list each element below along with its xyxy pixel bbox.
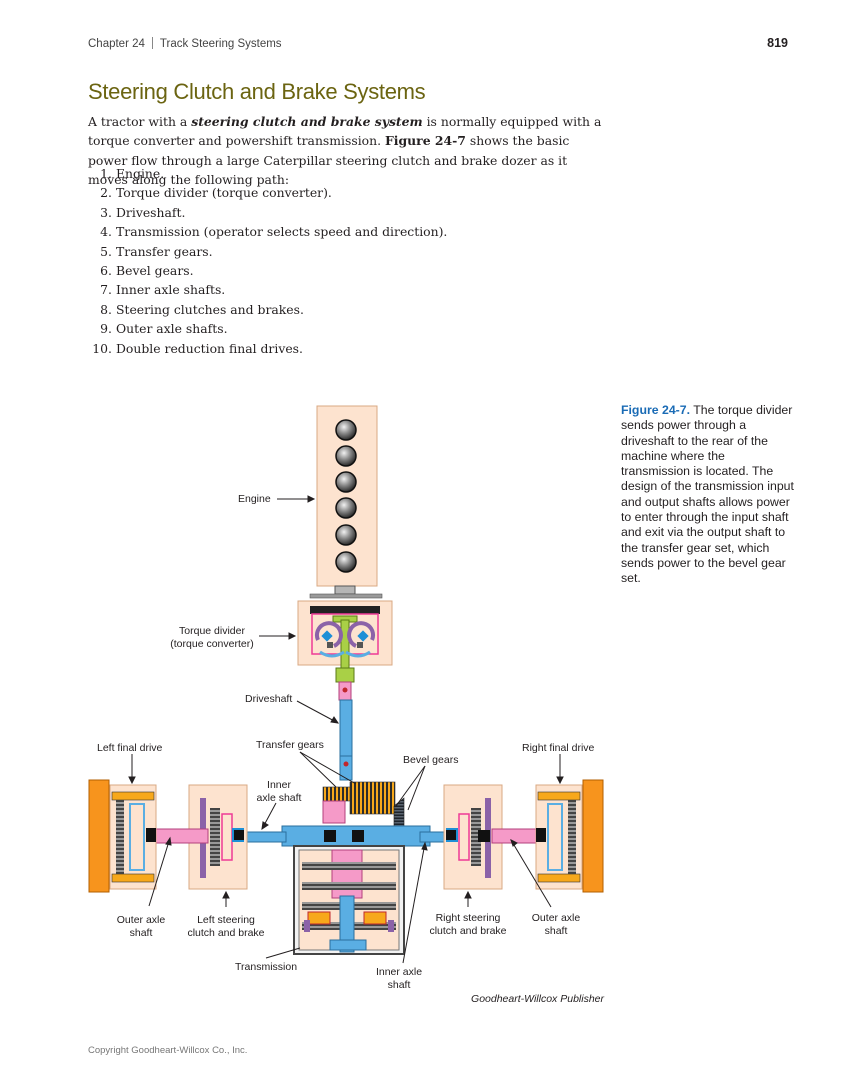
item-number: 3. (100, 204, 112, 220)
list-item: 7.Inner axle shafts. (88, 280, 447, 299)
item-number: 1. (100, 166, 112, 181)
item-text: Inner axle shafts. (116, 282, 226, 298)
label-line: shaft (544, 924, 568, 937)
label-left-final-drive: Left final drive (97, 742, 163, 754)
item-number: 2. (100, 185, 112, 201)
page-number: 819 (767, 36, 788, 50)
list-item: 2.Torque divider (torque converter). (88, 183, 447, 202)
label-left-steering: Left steering clutch and brake (184, 914, 268, 939)
item-number: 10. (92, 340, 112, 356)
item-number: 8. (100, 301, 112, 317)
item-text: Double reduction final drives. (116, 340, 303, 356)
item-text: Transmission (operator selects speed and… (116, 224, 448, 240)
figure-reference: Figure 24-7 (385, 133, 466, 149)
copyright-footer: Copyright Goodheart-Willcox Co., Inc. (88, 1045, 248, 1056)
intro-paragraph: A tractor with a steering clutch and bra… (88, 112, 608, 190)
header-divider (151, 37, 153, 49)
label-line: Inner (267, 779, 291, 791)
label-transfer-gears: Transfer gears (256, 739, 324, 751)
label-line: (torque converter) (170, 637, 254, 650)
leader-lines (128, 495, 564, 964)
item-number: 9. (100, 321, 112, 337)
label-outer-axle-left: Outer axle shaft (110, 914, 172, 939)
list-item: 5.Transfer gears. (88, 242, 447, 261)
item-text: Transfer gears. (116, 243, 213, 259)
intro-text-3: shows the basic power flow through a lar… (88, 133, 570, 188)
figure-label: Figure 24-7. (621, 403, 691, 417)
left-final-drive (88, 779, 157, 893)
label-line: clutch and brake (187, 926, 265, 939)
item-text: Torque divider (torque converter). (116, 185, 332, 201)
list-item: 1. Engine. (88, 164, 447, 183)
left-outer-axle (147, 828, 209, 844)
label-inner-axle-top: Inner axle shaft (250, 779, 308, 804)
transfer-gears (322, 781, 396, 824)
label-line: Inner axle (375, 966, 423, 978)
list-item: 4.Transmission (operator selects speed a… (88, 222, 447, 241)
label-torque-divider: Torque divider (torque converter) (160, 625, 264, 650)
driveshaft (335, 667, 355, 781)
item-number: 5. (100, 243, 112, 259)
intro-text-1: A tractor with a (88, 114, 192, 129)
section-heading: Steering Clutch and Brake Systems (88, 79, 426, 104)
label-line: shaft (129, 926, 153, 939)
list-item: 10.Double reduction final drives. (88, 339, 447, 358)
label-driveshaft: Driveshaft (245, 693, 293, 705)
transmission (293, 845, 405, 955)
key-term: steering clutch and brake system (191, 114, 423, 129)
list-item: 9.Outer axle shafts. (88, 319, 447, 338)
item-text: Engine. (116, 166, 165, 181)
torque-divider (297, 600, 393, 669)
item-text: Driveshaft. (116, 204, 186, 220)
item-number: 4. (100, 224, 112, 240)
running-header: Chapter 24 Track Steering Systems (88, 37, 282, 50)
engine-block (309, 405, 383, 599)
item-number: 7. (100, 282, 112, 298)
list-item: 3.Driveshaft. (88, 203, 447, 222)
list-item: 8.Steering clutches and brakes. (88, 300, 447, 319)
label-line: Left steering (197, 914, 255, 926)
label-line: shaft (387, 978, 411, 991)
right-final-drive (535, 779, 604, 893)
label-line: Outer axle (116, 914, 166, 926)
chapter-label: Chapter 24 (88, 38, 145, 50)
label-right-steering: Right steering clutch and brake (426, 912, 510, 937)
intro-text-2: is normally equipped with a torque conve… (88, 114, 602, 149)
chapter-title: Track Steering Systems (159, 38, 282, 50)
item-text: Outer axle shafts. (116, 321, 228, 337)
label-bevel-gears: Bevel gears (403, 754, 459, 766)
label-line: axle shaft (256, 791, 302, 804)
image-credit: Goodheart-Willcox Publisher (471, 993, 604, 1005)
list-item: 6.Bevel gears. (88, 261, 447, 280)
caption-text: The torque divider sends power through a… (621, 403, 794, 586)
item-text: Steering clutches and brakes. (116, 301, 304, 317)
label-outer-axle-right: Outer axle shaft (525, 912, 587, 937)
label-inner-axle-bottom: Inner axle shaft (370, 966, 428, 991)
label-line: Torque divider (179, 625, 245, 637)
power-flow-list: 1. Engine. 2.Torque divider (torque conve… (88, 164, 447, 358)
label-engine: Engine (238, 493, 271, 505)
label-line: clutch and brake (429, 924, 507, 937)
item-text: Bevel gears. (116, 262, 194, 278)
figure-caption: Figure 24-7. The torque divider sends po… (621, 403, 797, 587)
label-line: Outer axle (531, 912, 581, 924)
label-right-final-drive: Right final drive (522, 742, 595, 754)
label-transmission: Transmission (235, 961, 298, 973)
item-number: 6. (100, 262, 112, 278)
label-line: Right steering (435, 912, 501, 924)
